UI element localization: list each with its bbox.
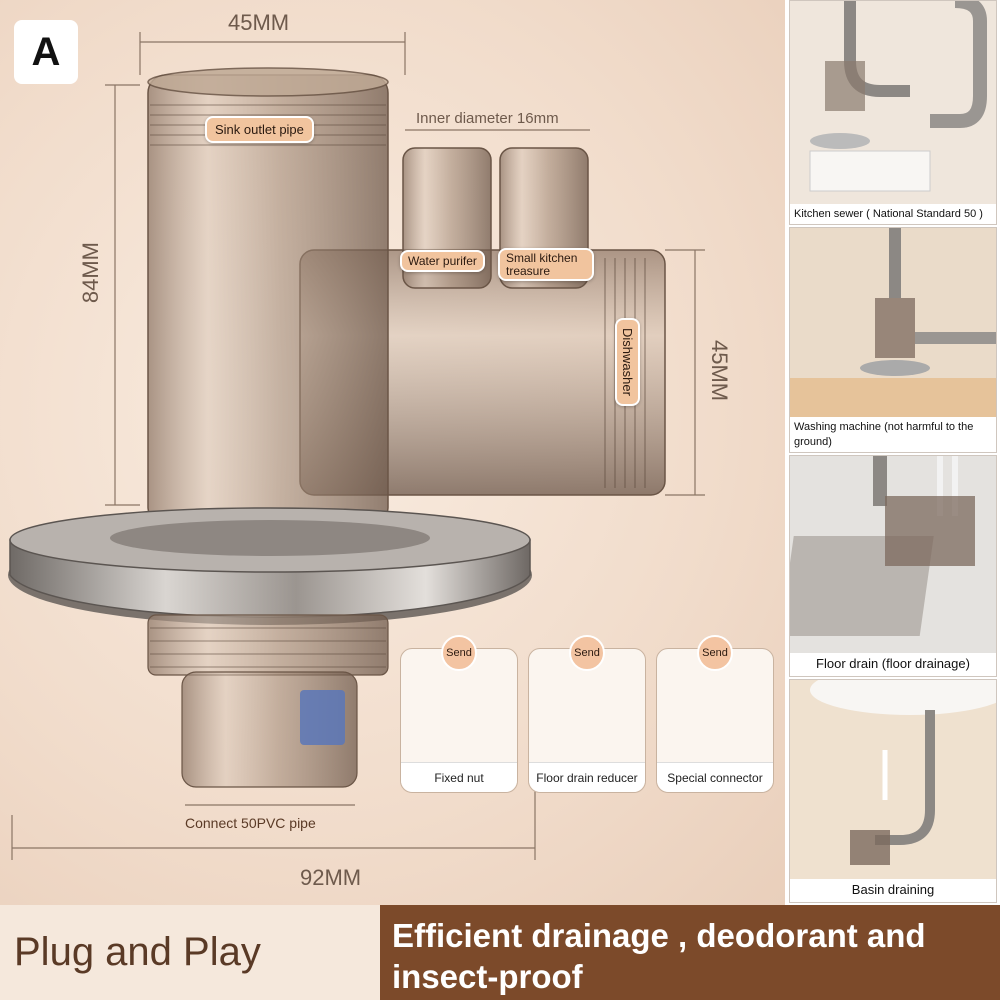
scene-caption: Floor drain (floor drainage) [790, 653, 996, 676]
small-kitchen-label: Small kitchen treasure [498, 248, 594, 282]
accessory-label: Special connector [657, 762, 773, 792]
accessory-floor-drain-reducer: Send Floor drain reducer [528, 635, 646, 793]
accessory-label: Floor drain reducer [529, 762, 645, 792]
floor-drain-photo [790, 456, 996, 676]
send-badge: Send [569, 635, 605, 671]
plug-and-play-text: Plug and Play [0, 905, 380, 1000]
inner-diameter-dimension: Inner diameter 16mm [416, 110, 559, 127]
scene-washing-machine: Washing machine (not harmful to the grou… [789, 227, 997, 453]
dishwasher-label: Dishwasher [615, 318, 640, 406]
scene-basin-draining: Basin draining [789, 679, 997, 903]
scene-caption: Basin draining [790, 879, 996, 902]
branch-height-dimension: 45MM [707, 340, 732, 402]
send-badge: Send [441, 635, 477, 671]
kitchen-sewer-photo [790, 1, 996, 224]
bottom-banner: Plug and Play Efficient drainage , deodo… [0, 905, 1000, 1000]
usage-scenes-column: Kitchen sewer ( National Standard 50 ) W… [785, 0, 1000, 905]
product-image-panel: A 45MM Inner diameter 16mm 84MM 45MM 92M… [0, 0, 785, 905]
top-width-dimension: 45MM [228, 10, 290, 35]
scene-caption: Kitchen sewer ( National Standard 50 ) [790, 203, 996, 224]
scene-caption: Washing machine (not harmful to the grou… [790, 417, 996, 452]
variant-badge: A [14, 20, 78, 84]
height-dimension: 84MM [78, 242, 103, 304]
sink-outlet-label: Sink outlet pipe [205, 116, 314, 143]
total-width-dimension: 92MM [300, 865, 362, 890]
accessory-special-connector: Send Special connector [656, 635, 774, 793]
scene-kitchen-sewer: Kitchen sewer ( National Standard 50 ) [789, 0, 997, 225]
accessory-label: Fixed nut [401, 762, 517, 792]
send-badge: Send [697, 635, 733, 671]
accessory-fixed-nut: Send Fixed nut [400, 635, 518, 793]
water-purifier-label: Water purifer [400, 250, 485, 272]
scene-floor-drain: Floor drain (floor drainage) [789, 455, 997, 677]
connect-pipe-label: Connect 50PVC pipe [185, 815, 316, 831]
basin-draining-photo [790, 680, 996, 902]
benefit-text: Efficient drainage , deodorant and insec… [380, 905, 1000, 1000]
